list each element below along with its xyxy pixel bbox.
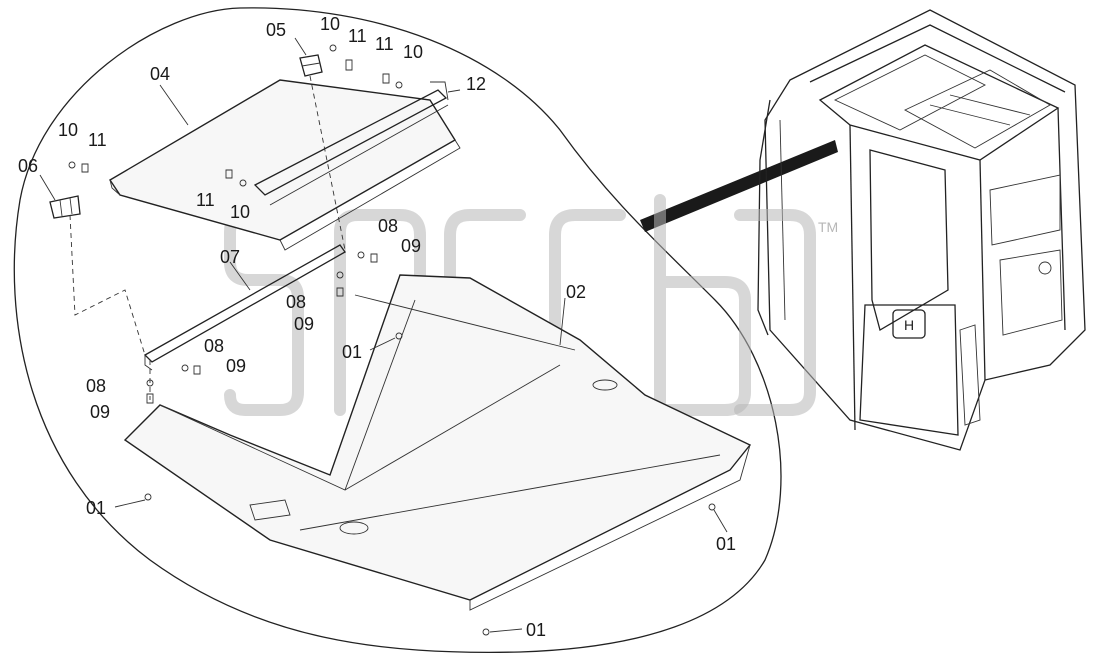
- part-05-upper-hinge: [299, 54, 323, 77]
- cab-assembly: H: [757, 9, 1086, 451]
- callouts: 04 05 10 11 11 10 12 10 11 06 11 10 08 0…: [18, 14, 736, 640]
- label-02: 02: [566, 282, 586, 302]
- label-09-d: 09: [90, 402, 110, 422]
- label-09-b: 09: [294, 314, 314, 334]
- label-11-top-a: 11: [348, 26, 367, 46]
- label-01-d: 01: [526, 620, 546, 640]
- label-06: 06: [18, 156, 38, 176]
- label-01-c: 01: [716, 534, 736, 554]
- leader-lines: [39, 37, 728, 633]
- watermark: TM: [224, 194, 838, 416]
- label-01-a: 01: [342, 342, 362, 362]
- label-11-top-b: 11: [375, 34, 394, 54]
- fasteners: [68, 44, 716, 636]
- label-08-b: 08: [286, 292, 306, 312]
- detail-enclosure: [13, 7, 782, 653]
- label-10-left: 10: [58, 120, 78, 140]
- watermark-tm: TM: [818, 219, 838, 235]
- label-10-mid: 10: [230, 202, 250, 222]
- label-04: 04: [150, 64, 170, 84]
- label-01-b: 01: [86, 498, 106, 518]
- handle-plate-letter: H: [904, 317, 914, 333]
- label-11-mid: 11: [196, 190, 215, 210]
- label-05: 05: [266, 20, 286, 40]
- part-06-side-hinge: [49, 195, 81, 219]
- handle-plate: [892, 309, 926, 339]
- label-09-a: 09: [401, 236, 421, 256]
- label-12: 12: [466, 74, 486, 94]
- part-02-floor-mat: [123, 274, 752, 611]
- label-08-c: 08: [204, 336, 224, 356]
- label-08-a: 08: [378, 216, 398, 236]
- label-10-top-a: 10: [320, 14, 340, 34]
- label-09-c: 09: [226, 356, 246, 376]
- label-07: 07: [220, 247, 240, 267]
- part-04-lid-panel: [109, 79, 461, 251]
- label-10-top-b: 10: [403, 42, 423, 62]
- part-12-hinge-bar: [253, 81, 449, 196]
- label-11-left: 11: [88, 130, 107, 150]
- leader-band: [640, 140, 838, 232]
- label-08-d: 08: [86, 376, 106, 396]
- part-07-strip: [143, 244, 346, 371]
